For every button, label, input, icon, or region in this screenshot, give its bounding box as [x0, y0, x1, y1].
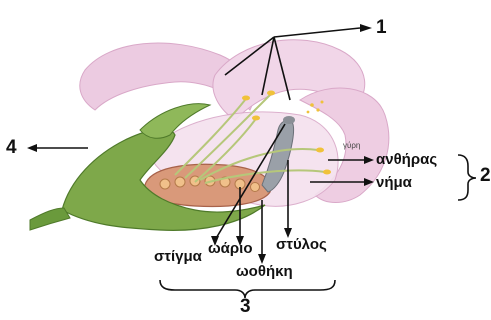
label-ovary: ωοθήκη: [236, 264, 293, 279]
label-2: 2: [480, 166, 491, 185]
label-stigma: στίγμα: [154, 249, 202, 264]
label-pollen: γύρη: [343, 142, 360, 150]
label-4: 4: [6, 138, 17, 157]
label-style: στύλος: [276, 237, 327, 252]
pistil-stigma: [283, 116, 295, 124]
label-ovule: ωάριο: [208, 241, 253, 256]
label-filament: νήμα: [376, 175, 412, 190]
label-1: 1: [376, 18, 387, 37]
flower-stem: [30, 208, 70, 230]
label-3: 3: [240, 297, 251, 316]
label-anther: ανθήρας: [376, 152, 437, 167]
brace-2: [458, 155, 476, 200]
